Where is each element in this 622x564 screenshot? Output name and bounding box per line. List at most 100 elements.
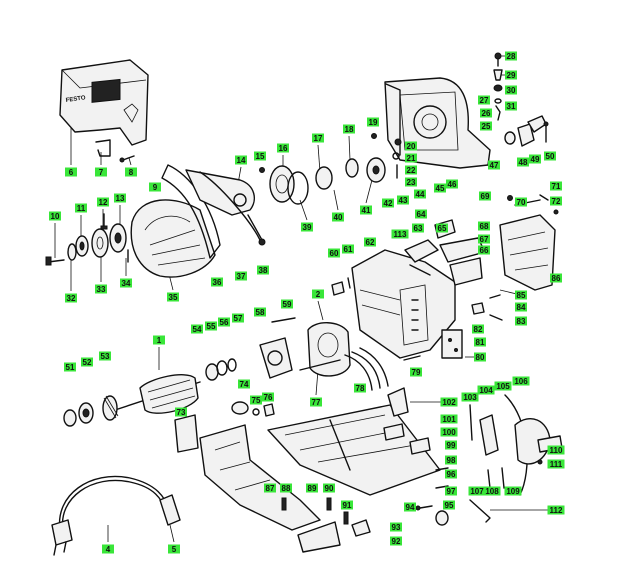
callout-box (405, 141, 417, 151)
callout-box (367, 117, 379, 127)
callout-57: 57 (232, 313, 244, 323)
callout-number: 110 (550, 446, 563, 455)
callout-84: 84 (515, 302, 527, 312)
callout-43: 43 (397, 195, 409, 205)
callout-box (360, 205, 372, 215)
screw-8 (119, 155, 135, 163)
callout-number: 16 (279, 144, 288, 153)
callout-49: 49 (529, 154, 541, 164)
callout-number: 90 (325, 484, 334, 493)
callout-box (440, 427, 458, 437)
callout-63: 63 (412, 223, 424, 233)
callout-44: 44 (414, 189, 426, 199)
callout-box (277, 143, 289, 153)
callout-number: 2 (316, 290, 321, 299)
callout-box (95, 284, 107, 294)
callout-98: 98 (445, 455, 457, 465)
callout-number: 57 (234, 314, 243, 323)
callout-box (301, 222, 313, 232)
callout-box (280, 483, 292, 493)
callout-5: 5 (168, 544, 180, 554)
callout-box (414, 189, 426, 199)
callout-box (168, 544, 180, 554)
callout-47: 47 (488, 160, 500, 170)
callout-number: 93 (392, 523, 401, 532)
callout-number: 75 (252, 396, 261, 405)
callout-number: 21 (407, 154, 416, 163)
callout-81: 81 (474, 337, 486, 347)
callout-box (281, 299, 293, 309)
callout-53: 53 (99, 351, 111, 361)
callout-number: 111 (550, 460, 563, 469)
callout-box (102, 544, 114, 554)
callout-104: 104 (477, 385, 495, 395)
callout-box (405, 165, 417, 175)
callout-number: 108 (485, 487, 499, 496)
callout-number: 11 (77, 204, 86, 213)
callout-box (468, 486, 486, 496)
callout-number: 54 (193, 325, 202, 334)
callout-number: 104 (479, 386, 493, 395)
callout-box (306, 483, 318, 493)
callout-90: 90 (323, 483, 335, 493)
callout-number: 17 (314, 134, 323, 143)
callout-box (517, 157, 529, 167)
callout-1: 1 (153, 335, 165, 345)
callout-box (483, 486, 501, 496)
callout-number: 35 (169, 293, 178, 302)
callout-34: 34 (120, 278, 132, 288)
callout-number: 28 (507, 52, 516, 61)
depth-stop (351, 499, 491, 537)
callout-number: 94 (406, 503, 415, 512)
callout-box (354, 383, 366, 393)
callout-number: 62 (366, 238, 375, 247)
callout-number: 73 (177, 408, 186, 417)
callout-number: 20 (407, 142, 416, 151)
bracket-7 (95, 139, 111, 157)
callout-box (505, 85, 517, 95)
callout-box (512, 376, 530, 386)
callout-box (477, 385, 495, 395)
callout-box (312, 289, 324, 299)
callout-13: 13 (114, 193, 126, 203)
callout-50: 50 (544, 151, 556, 161)
callout-box (97, 197, 109, 207)
callout-box (391, 229, 409, 239)
stator-field (299, 322, 389, 391)
callout-11: 11 (75, 203, 87, 213)
callout-box (114, 193, 126, 203)
callout-112: 112 (547, 505, 565, 515)
callout-number: 98 (447, 456, 456, 465)
callout-box (515, 290, 527, 300)
callout-number: 83 (517, 317, 526, 326)
callout-number: 67 (480, 235, 489, 244)
callout-number: 85 (517, 291, 526, 300)
callout-number: 65 (438, 224, 447, 233)
callout-number: 25 (482, 122, 491, 131)
callout-box (218, 317, 230, 327)
callout-64: 64 (415, 209, 427, 219)
callout-box (232, 313, 244, 323)
callout-box (167, 292, 179, 302)
callout-box (550, 181, 562, 191)
callout-113: 113 (391, 229, 409, 239)
callout-number: 101 (442, 415, 456, 424)
callout-box (120, 278, 132, 288)
callout-38: 38 (257, 265, 269, 275)
callout-number: 87 (266, 484, 275, 493)
callout-number: 1 (157, 336, 162, 345)
callout-100: 100 (440, 427, 458, 437)
callout-17: 17 (312, 133, 324, 143)
callout-box (342, 244, 354, 254)
callout-107: 107 (468, 486, 486, 496)
callout-83: 83 (515, 316, 527, 326)
callout-number: 81 (476, 338, 485, 347)
callout-number: 15 (256, 152, 265, 161)
adjusting-levers (504, 115, 549, 147)
callout-number: 82 (474, 325, 483, 334)
callout-35: 35 (167, 292, 179, 302)
callout-box (49, 211, 61, 221)
callout-14: 14 (235, 155, 247, 165)
callout-box (341, 500, 353, 510)
